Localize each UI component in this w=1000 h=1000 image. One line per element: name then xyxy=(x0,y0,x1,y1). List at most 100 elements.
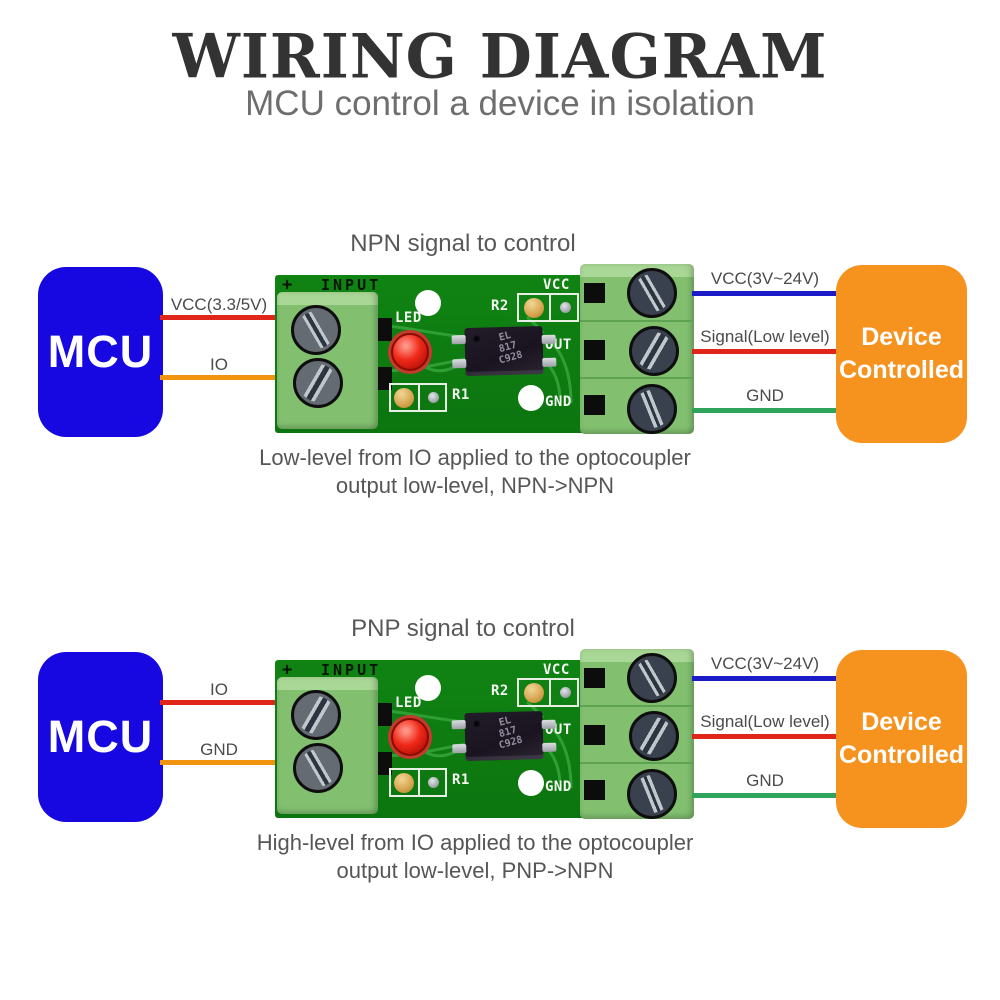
terminal-divider xyxy=(580,320,694,322)
terminal-screw xyxy=(627,384,677,434)
optocoupler-ic: EL 817 C928 xyxy=(451,325,557,377)
mcu-label: MCU xyxy=(47,711,154,762)
terminal-divider xyxy=(580,705,694,707)
wire-mcu-vcc-label: VCC(3.3/5V) xyxy=(170,295,268,314)
ic-pin xyxy=(542,742,557,752)
diagram-pnp-title: PNP signal to control xyxy=(351,615,575,642)
wire-device-gnd xyxy=(692,793,837,798)
output-terminal-block xyxy=(580,649,694,819)
wire-device-vcc-label: VCC(3V~24V) xyxy=(710,269,820,288)
input-plus-mark: + xyxy=(282,660,293,680)
caption-line1: Low-level from IO applied to the optocou… xyxy=(259,445,691,470)
terminal-screw xyxy=(627,268,677,318)
terminal-screw xyxy=(627,653,677,703)
resistor-r1-outline xyxy=(389,383,447,412)
wire-device-vcc-label: VCC(3V~24V) xyxy=(710,654,820,673)
mcu-label: MCU xyxy=(47,326,154,377)
r1-cell-divider xyxy=(418,385,420,410)
wire-mcu-vcc xyxy=(160,315,279,320)
r1-pin xyxy=(428,392,439,403)
caption-line2: output low-level, NPN->NPN xyxy=(335,473,615,498)
wire-mcu-gnd xyxy=(160,760,279,765)
terminal-notch xyxy=(584,283,605,303)
red-led xyxy=(391,333,429,371)
terminal-notch xyxy=(584,725,605,745)
input-terminal-block xyxy=(277,292,378,429)
r1-silk-label: R1 xyxy=(452,387,470,403)
page-title: WIRING DIAGRAM xyxy=(172,21,828,93)
wire-mcu-io xyxy=(160,375,279,380)
wire-device-vcc xyxy=(692,291,837,296)
r1-pin xyxy=(428,777,439,788)
output-terminal-block xyxy=(580,264,694,434)
resistor-r1 xyxy=(394,773,414,793)
red-led xyxy=(391,718,429,756)
device-label-line2: Controlled xyxy=(839,741,964,769)
resistor-r1-outline xyxy=(389,768,447,797)
r2-cell-divider xyxy=(549,680,551,705)
device-label-line2: Controlled xyxy=(839,356,964,384)
wire-mcu-gnd-label: GND xyxy=(200,740,238,759)
diagram-pnp-caption: High-level from IO applied to the optoco… xyxy=(190,829,760,885)
device-label-line1: Device xyxy=(861,323,942,351)
caption-line1: High-level from IO applied to the optoco… xyxy=(256,830,694,855)
terminal-notch xyxy=(584,780,605,800)
optocoupler-module-board: + INPUT - LED R1 R2 VCC OUT GN xyxy=(275,264,694,434)
ic-marking: EL 817 C928 xyxy=(479,710,536,755)
mounting-hole xyxy=(518,770,544,796)
ic-pin xyxy=(451,335,466,345)
wire-device-signal-label: Signal(Low level) xyxy=(700,327,830,346)
wire-mcu-io-label: IO xyxy=(210,680,228,699)
resistor-r2 xyxy=(524,298,544,318)
wire-mcu-io xyxy=(160,700,279,705)
ic-pin xyxy=(542,357,557,367)
wire-device-signal-label: Signal(Low level) xyxy=(700,712,830,731)
terminal-screw xyxy=(629,326,679,376)
mounting-hole xyxy=(415,675,441,701)
optocoupler-ic: EL 817 C928 xyxy=(451,710,557,762)
resistor-r2 xyxy=(524,683,544,703)
r2-cell-divider xyxy=(549,295,551,320)
diagram-npn-title: NPN signal to control xyxy=(350,230,576,257)
mounting-hole xyxy=(518,385,544,411)
terminal-screw xyxy=(629,711,679,761)
led-silk-label: LED xyxy=(395,310,422,326)
page-subtitle: MCU control a device in isolation xyxy=(245,84,755,123)
vcc-silk-label: VCC xyxy=(543,662,570,678)
input-terminal-block xyxy=(277,677,378,814)
device-controlled-box: Device Controlled xyxy=(836,265,967,443)
gnd-silk-label: GND xyxy=(545,779,572,795)
wire-device-signal xyxy=(692,734,837,739)
wire-device-gnd xyxy=(692,408,837,413)
ic-marking: EL 817 C928 xyxy=(479,325,536,370)
ic-pin xyxy=(541,334,556,345)
input-plus-mark: + xyxy=(282,275,293,295)
r2-silk-label: R2 xyxy=(491,298,509,314)
gnd-silk-label: GND xyxy=(545,394,572,410)
r1-silk-label: R1 xyxy=(452,772,470,788)
vcc-silk-label: VCC xyxy=(543,277,570,293)
terminal-screw xyxy=(291,305,341,355)
r2-solder-joint xyxy=(560,687,571,698)
device-controlled-box: Device Controlled xyxy=(836,650,967,828)
led-silk-label: LED xyxy=(395,695,422,711)
device-label-line1: Device xyxy=(861,708,942,736)
ic-pin xyxy=(541,719,556,730)
terminal-divider xyxy=(580,762,694,764)
optocoupler-module-board: + INPUT - LED R1 R2 VCC OUT GN xyxy=(275,649,694,819)
mcu-box: MCU xyxy=(38,267,163,437)
input-silk-label: INPUT xyxy=(321,661,382,679)
wire-mcu-io-label: IO xyxy=(210,355,228,374)
terminal-notch xyxy=(584,340,605,360)
terminal-screw xyxy=(627,769,677,819)
terminal-screw xyxy=(293,358,343,408)
ic-pin xyxy=(452,358,467,369)
mcu-box: MCU xyxy=(38,652,163,822)
terminal-notch xyxy=(584,668,605,688)
resistor-r2-outline xyxy=(517,293,579,322)
terminal-screw xyxy=(291,690,341,740)
wire-device-gnd-label: GND xyxy=(746,386,784,405)
r1-cell-divider xyxy=(418,770,420,795)
ic-pin xyxy=(451,720,466,730)
